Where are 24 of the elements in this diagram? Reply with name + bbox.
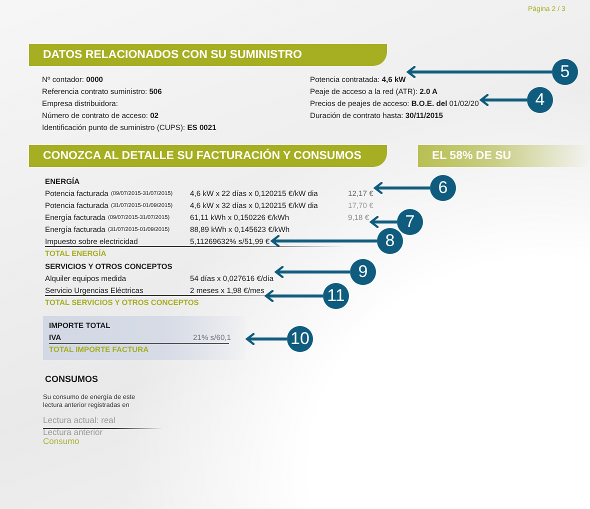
callout-circle: 5 — [552, 59, 578, 85]
callout-arrow — [480, 94, 527, 106]
section-header-bar: CONOZCA AL DETALLE SU FACTURACIÓN Y CONSUMOS — [29, 145, 387, 167]
callout-arrow — [374, 182, 430, 194]
total-label: Consumo — [43, 436, 80, 446]
callout-circle: 6 — [430, 175, 456, 201]
callout-arrow — [270, 234, 377, 248]
callout-arrow — [406, 66, 552, 78]
callout-arrow — [274, 266, 350, 278]
callout-circle: 9 — [350, 259, 376, 285]
reading-label: Lectura actual: real — [43, 415, 116, 426]
callout-circle: 10 — [287, 326, 313, 352]
callout-arrow — [370, 216, 397, 228]
total-panel — [43, 316, 245, 360]
reading-label: Lectura anterior — [43, 427, 103, 438]
section-header-bar: EL 58% DE SU — [418, 145, 590, 167]
callout-arrow — [264, 290, 323, 302]
callout-arrow — [246, 332, 287, 346]
section-heading: CONSUMOS — [45, 374, 98, 385]
callout-circle: 4 — [527, 87, 553, 113]
callout-circle: 7 — [397, 209, 423, 235]
callout-circle: 11 — [323, 283, 349, 309]
callout-circle: 8 — [377, 228, 403, 254]
section-header-bar: DATOS RELACIONADOS CON SU SUMINISTRO — [29, 44, 387, 66]
